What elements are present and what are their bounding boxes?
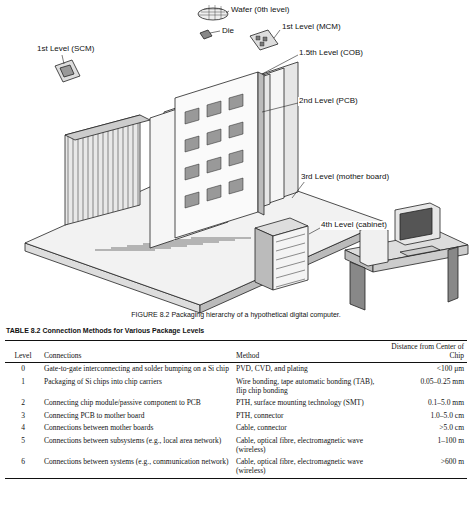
callout-label: 1st Level (SCM)	[36, 45, 95, 54]
table-cell: PVD, CVD, and plating	[233, 363, 383, 376]
cell-text: >600 m	[441, 457, 464, 466]
cell-text: Connecting PCB to mother board	[44, 411, 144, 420]
table-cell: Packaging of Si chips into chip carriers	[41, 376, 233, 397]
table-cell: 1–100 m	[383, 435, 467, 456]
header-text: Level	[14, 351, 31, 360]
header-text: Method	[236, 351, 259, 360]
table-cell: PTH, connector	[233, 410, 383, 423]
header-text: Distance from Center of Chip	[391, 342, 464, 360]
table-cell: Cable, optical fibre, electromagnetic wa…	[233, 456, 383, 478]
header-cell: Distance from Center of Chip	[383, 341, 467, 363]
cell-text: Cable, connector	[236, 423, 287, 432]
table-cell: Cable, optical fibre, electromagnetic wa…	[233, 435, 383, 456]
cell-text: Wire bonding, tape automatic bonding (TA…	[236, 377, 374, 395]
cell-text: 2	[21, 398, 25, 407]
table-cell: Connections between mother boards	[41, 422, 233, 435]
cell-text: 1.0–5.0 cm	[430, 411, 464, 420]
table-cell: >5.0 cm	[383, 422, 467, 435]
callout-label: Wafer (0th level)	[230, 6, 290, 15]
cell-text: 3	[21, 411, 25, 420]
table-row: 0 Gate-to-gate interconnecting and solder…	[5, 363, 467, 376]
cell-text: Connections between mother boards	[44, 423, 153, 432]
table-cell: 4	[5, 422, 41, 435]
table-cell: 0.1–5.0 mm	[383, 397, 467, 410]
connection-table: Level Connections Method Distance from Cent…	[5, 340, 467, 479]
cell-text: Connecting chip module/passive component…	[44, 398, 201, 407]
cell-text: 4	[21, 423, 25, 432]
table-cell: 3	[5, 410, 41, 423]
cell-text: 0.05–0.25 mm	[420, 377, 464, 386]
cell-text: PVD, CVD, and plating	[236, 364, 308, 373]
callout-label: 2nd Level (PCB)	[298, 97, 359, 106]
table-cell: Connecting PCB to mother board	[41, 410, 233, 423]
table-cell: 1.0–5.0 cm	[383, 410, 467, 423]
cell-text: 0	[21, 364, 25, 373]
table-row: 3 Connecting PCB to mother board PTH, conn…	[5, 410, 467, 423]
table-title: TABLE 8.2 Connection Methods for Various…	[6, 327, 204, 334]
cell-text: PTH, surface mounting technology (SMT)	[236, 398, 364, 407]
table-row: 5 Connections between subsystems (e.g., l…	[5, 435, 467, 456]
table-cell: Connecting chip module/passive component…	[41, 397, 233, 410]
cell-text: PTH, connector	[236, 411, 284, 420]
table-row: 1 Packaging of Si chips into chip carrier…	[5, 376, 467, 397]
callout-label: 4th Level (cabinet)	[320, 221, 388, 230]
table-cell: PTH, surface mounting technology (SMT)	[233, 397, 383, 410]
table-cell: 1	[5, 376, 41, 397]
table-body: 0 Gate-to-gate interconnecting and solder…	[5, 363, 467, 478]
table-cell: Cable, connector	[233, 422, 383, 435]
header-cell: Connections	[41, 341, 233, 363]
table-cell: 6	[5, 456, 41, 478]
cell-text: 0.1–5.0 mm	[428, 398, 464, 407]
table-cell: Wire bonding, tape automatic bonding (TA…	[233, 376, 383, 397]
callout-label: 1.5th Level (COB)	[298, 49, 364, 58]
cell-text: Connections between systems (e.g., commu…	[44, 457, 229, 466]
cell-text: Gate-to-gate interconnecting and solder …	[44, 364, 229, 373]
table-cell: >600 m	[383, 456, 467, 478]
cell-text: 5	[21, 436, 25, 445]
table-cell: Connections between subsystems (e.g., lo…	[41, 435, 233, 456]
cell-text: 6	[21, 457, 25, 466]
cell-text: Cable, optical fibre, electromagnetic wa…	[236, 457, 363, 475]
cell-text: 1	[21, 377, 25, 386]
table-cell: <100 μm	[383, 363, 467, 376]
table-cell: 0.05–0.25 mm	[383, 376, 467, 397]
header-text: Connections	[44, 351, 82, 360]
table-row: 4 Connections between mother boards Cable,…	[5, 422, 467, 435]
table-cell: Gate-to-gate interconnecting and solder …	[41, 363, 233, 376]
cell-text: Packaging of Si chips into chip carriers	[44, 377, 162, 386]
table-row: 6 Connections between systems (e.g., comm…	[5, 456, 467, 478]
table-cell: 0	[5, 363, 41, 376]
table-cell: 2	[5, 397, 41, 410]
header-row: Level Connections Method Distance from Cent…	[5, 341, 467, 363]
callout-label: 1st Level (MCM)	[281, 23, 342, 32]
table-cell: Connections between systems (e.g., commu…	[41, 456, 233, 478]
figure-caption: FIGURE 8.2 Packaging hierarchy of a hypo…	[0, 311, 472, 318]
cell-text: Connections between subsystems (e.g., lo…	[44, 436, 221, 445]
cell-text: <100 μm	[437, 364, 464, 373]
header-cell: Method	[233, 341, 383, 363]
callout-label: 3rd Level (mother board)	[300, 173, 390, 182]
table-cell: 5	[5, 435, 41, 456]
callout-label: Die	[221, 27, 235, 36]
cell-text: >5.0 cm	[439, 423, 464, 432]
header-cell: Level	[5, 341, 41, 363]
cell-text: 1–100 m	[438, 436, 464, 445]
cell-text: Cable, optical fibre, electromagnetic wa…	[236, 436, 363, 454]
table-row: 2 Connecting chip module/passive componen…	[5, 397, 467, 410]
table-head: Level Connections Method Distance from Cent…	[5, 341, 467, 363]
